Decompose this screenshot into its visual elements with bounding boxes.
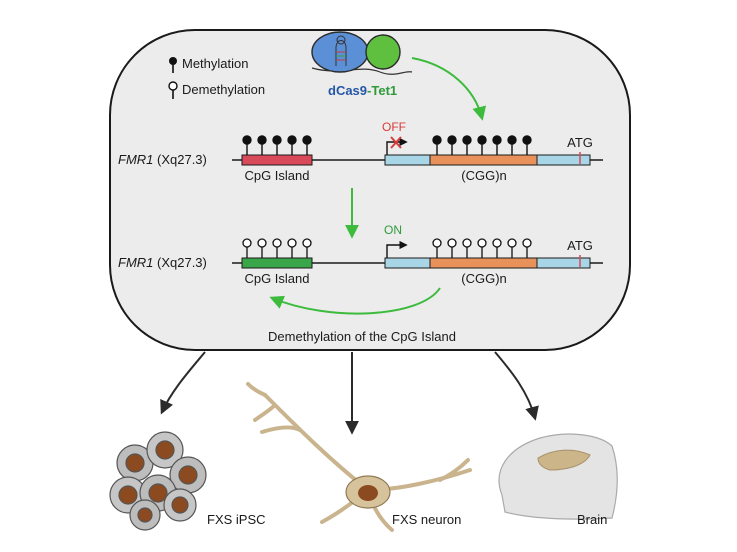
caption-demethylation: Demethylation of the CpG Island	[268, 329, 456, 344]
tet1-protein-icon	[365, 34, 401, 70]
gene-row-on: FMR1 (Xq27.3) CpG Island (CGG)n ATG ON	[118, 223, 603, 286]
label-fxs-ipsc: FXS iPSC	[207, 512, 266, 527]
cgg-repeat-bottom	[429, 257, 538, 269]
cgg-repeat-top	[429, 154, 538, 166]
arrow-to-brain	[494, 351, 539, 421]
construct-label: dCas9-Tet1	[328, 83, 397, 98]
cpg-island-label-top: CpG Island	[244, 168, 309, 183]
promoter-arrow-bottom	[386, 240, 408, 258]
gene-locus-label-top: FMR1 (Xq27.3)	[118, 152, 207, 167]
brain-slice-icon	[498, 433, 618, 520]
methylation-legend-icon	[169, 57, 177, 65]
cpg-island-label-bottom: CpG Island	[244, 271, 309, 286]
cpg-methylation-marks	[242, 135, 312, 155]
cpg-island-demethylated	[241, 257, 313, 269]
cpg-demethylation-marks	[242, 238, 312, 258]
ipsc-cluster-icon	[109, 431, 207, 531]
atg-label-bottom: ATG	[567, 238, 593, 253]
cpg-island-methylated	[241, 154, 313, 166]
legend-methylation-label: Methylation	[182, 56, 248, 71]
flank-3-bottom	[536, 257, 591, 269]
cgg-demethylation-marks	[432, 238, 532, 258]
atg-label-top: ATG	[567, 135, 593, 150]
promoter-state-on: ON	[384, 223, 402, 237]
cgg-label-bottom: (CGG)n	[461, 271, 507, 286]
cgg-label-top: (CGG)n	[461, 168, 507, 183]
legend: Methylation Demethylation	[168, 56, 265, 99]
cgg-methylation-marks	[432, 135, 532, 155]
gene-row-off: FMR1 (Xq27.3) CpG Island (CGG)n ATG	[118, 120, 603, 183]
targeting-arrow	[411, 57, 487, 121]
flank-5-bottom	[384, 257, 431, 269]
flank-3-top	[536, 154, 591, 166]
promoter-arrow-top	[386, 137, 408, 155]
arrow-to-ipsc	[160, 351, 206, 415]
label-fxs-neuron: FXS neuron	[392, 512, 461, 527]
gene-locus-label-bottom: FMR1 (Xq27.3)	[118, 255, 207, 270]
demethylation-feedback-arrow	[269, 287, 441, 315]
dcas9-tet1-construct: dCas9-Tet1	[311, 31, 413, 98]
cell-boundary	[109, 29, 631, 351]
legend-demethylation-label: Demethylation	[182, 82, 265, 97]
label-brain: Brain	[577, 512, 607, 527]
flank-5-top	[384, 154, 431, 166]
demethylation-legend-icon	[168, 81, 178, 91]
blocked-x-icon	[390, 136, 402, 149]
promoter-state-off: OFF	[382, 120, 406, 134]
neuron-icon	[246, 382, 472, 532]
guide-rna-icon	[335, 35, 347, 66]
